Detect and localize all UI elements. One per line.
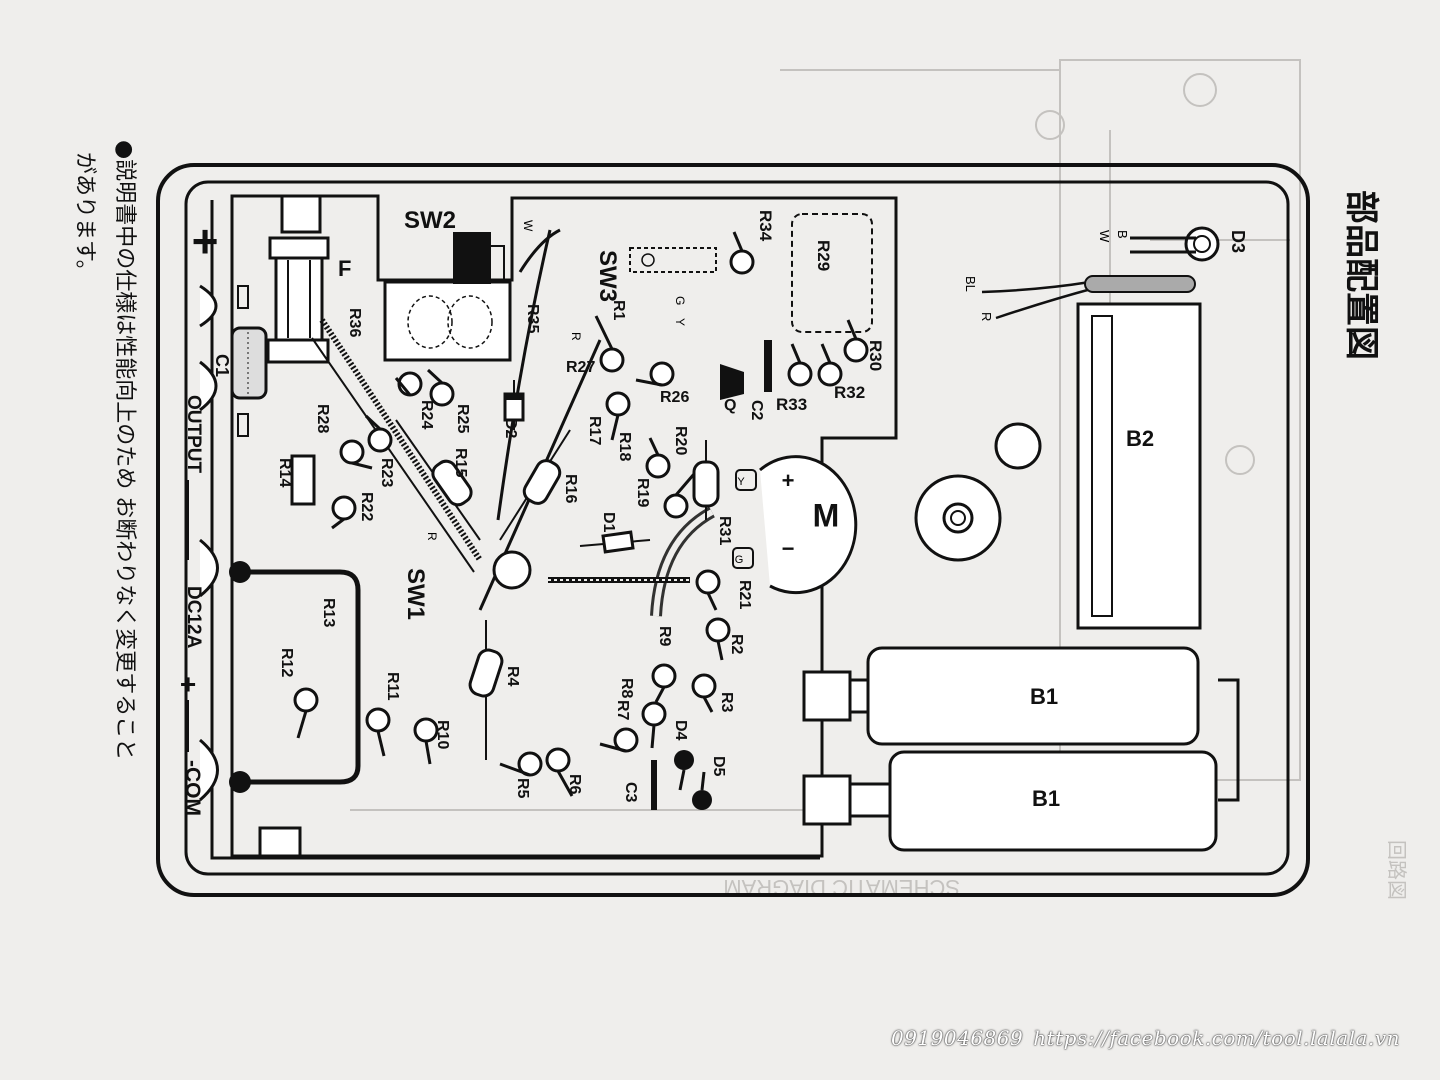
sw2-label: SW2 bbox=[404, 207, 456, 234]
r1-label: R1 bbox=[610, 300, 627, 321]
motor-pad-y: Y bbox=[737, 476, 745, 488]
watermark-phone: 0919046869 bbox=[890, 1026, 1024, 1050]
wire-b-label: B bbox=[1115, 230, 1130, 239]
r12-label: R12 bbox=[278, 648, 295, 677]
r18-label: R18 bbox=[616, 432, 633, 461]
terminal-strip bbox=[199, 200, 820, 860]
b2-label: B2 bbox=[1126, 426, 1154, 451]
r11-label: R11 bbox=[384, 672, 401, 701]
r14-label: R14 bbox=[276, 458, 293, 487]
motor-pad-g: G bbox=[735, 554, 744, 566]
r32-label: R32 bbox=[834, 383, 865, 402]
wire-bl-label: BL bbox=[963, 276, 978, 292]
note-line-1: ●説明書中の仕様は性能向上のため お断わりなく変更すること bbox=[112, 140, 137, 760]
motor-m bbox=[732, 455, 1002, 595]
d3-label: D3 bbox=[1228, 230, 1248, 253]
terminal-plus-symbol: + bbox=[192, 215, 219, 267]
terminal-dc-plus: + bbox=[180, 668, 196, 699]
battery-b2 bbox=[1076, 302, 1202, 630]
r16-label: R16 bbox=[562, 474, 579, 503]
r17-label: R17 bbox=[586, 416, 603, 445]
wire-r-mark-upper: R bbox=[569, 332, 583, 341]
sw1-label: SW1 bbox=[402, 568, 429, 620]
r24-label: R24 bbox=[418, 400, 435, 429]
r25-label: R25 bbox=[454, 404, 471, 433]
c2-label: C2 bbox=[748, 400, 765, 421]
case-outline bbox=[156, 163, 1310, 897]
r29-label: R29 bbox=[814, 240, 833, 271]
small-parts bbox=[290, 340, 772, 810]
capacitor-c1 bbox=[230, 326, 268, 400]
resistor-footprints bbox=[293, 231, 869, 797]
r20-label: R20 bbox=[672, 426, 689, 455]
c3-label: C3 bbox=[622, 782, 639, 803]
r28-label: R28 bbox=[314, 404, 331, 433]
r4-label: R4 bbox=[504, 666, 521, 687]
fuse-f-label: F bbox=[338, 256, 351, 281]
r26-label: R26 bbox=[660, 389, 689, 406]
r7-label: R7 bbox=[614, 700, 631, 721]
wire-w-mark: W bbox=[521, 220, 535, 232]
r21-label: R21 bbox=[736, 580, 753, 609]
switch-sw1-loop bbox=[229, 561, 361, 793]
svg-text:回路図: 回路図 bbox=[1385, 840, 1408, 900]
terminal-com-label: -COM bbox=[181, 760, 204, 816]
r3-label: R3 bbox=[718, 692, 735, 713]
wire-r-label: R bbox=[979, 312, 994, 321]
r23-label: R23 bbox=[378, 458, 395, 487]
wire-w-label: W bbox=[1097, 230, 1112, 243]
r27-label: R27 bbox=[566, 359, 595, 376]
r15-label: R15 bbox=[452, 448, 469, 477]
r2-label: R2 bbox=[728, 634, 745, 655]
motor-plus-mark: + bbox=[782, 468, 795, 493]
mounting-hole bbox=[994, 422, 1042, 470]
axial-resistors bbox=[395, 419, 720, 760]
watermark: 0919046869 https://facebook.com/tool.lala… bbox=[891, 1026, 1400, 1050]
b1-lower-label: B1 bbox=[1032, 786, 1060, 811]
wire-y-label: Y bbox=[673, 318, 687, 326]
switch-sw3 bbox=[629, 247, 717, 273]
fuse-holder bbox=[266, 194, 330, 364]
r36-label: R36 bbox=[346, 308, 363, 337]
r5-label: R5 bbox=[514, 778, 531, 799]
d2-label: D2 bbox=[502, 418, 519, 439]
diagram-title: 部品配置図 bbox=[1342, 190, 1380, 360]
switch-sw2 bbox=[383, 232, 512, 362]
terminal-output-label: OUTPUT bbox=[183, 395, 204, 474]
b1-upper-label: B1 bbox=[1030, 684, 1058, 709]
diode-d3 bbox=[1130, 226, 1220, 262]
d4-label: D4 bbox=[672, 720, 689, 741]
r9-label: R9 bbox=[656, 626, 673, 647]
d1-label: D1 bbox=[600, 512, 617, 533]
r19-label: R19 bbox=[634, 478, 651, 507]
r30-label: R30 bbox=[866, 340, 885, 371]
note-line-2: があります。 bbox=[72, 152, 97, 282]
r31-label: R31 bbox=[716, 516, 733, 545]
r22-label: R22 bbox=[358, 492, 375, 521]
transistor-q-label: Q bbox=[724, 397, 736, 414]
sw3-label: SW3 bbox=[594, 250, 621, 302]
r33-label: R33 bbox=[776, 395, 807, 414]
trimmer-r29 bbox=[791, 213, 873, 333]
r10-label: R10 bbox=[434, 720, 451, 749]
c1-label: C1 bbox=[212, 354, 232, 377]
pcb-outline bbox=[230, 194, 898, 858]
battery-b1-lower bbox=[802, 750, 1218, 852]
r34-label: R34 bbox=[756, 210, 775, 242]
r6-label: R6 bbox=[566, 774, 583, 795]
terminal-dc12a-label: DC12A bbox=[183, 586, 204, 649]
watermark-url: https://facebook.com/tool.lalala.vn bbox=[1033, 1026, 1400, 1050]
d5-label: D5 bbox=[710, 756, 727, 777]
wire-g-label: G bbox=[673, 296, 687, 305]
r8-label: R8 bbox=[618, 678, 635, 699]
wire-r-mark-lower: R bbox=[425, 532, 439, 541]
battery-b1-upper bbox=[802, 646, 1200, 746]
motor-m-label: M bbox=[813, 497, 840, 533]
bleed-through-schematic: 回路図 SCHEMATIC DIAGRAM bbox=[350, 59, 1408, 900]
motor-minus-mark: − bbox=[782, 536, 795, 561]
r13-label: R13 bbox=[320, 598, 337, 627]
